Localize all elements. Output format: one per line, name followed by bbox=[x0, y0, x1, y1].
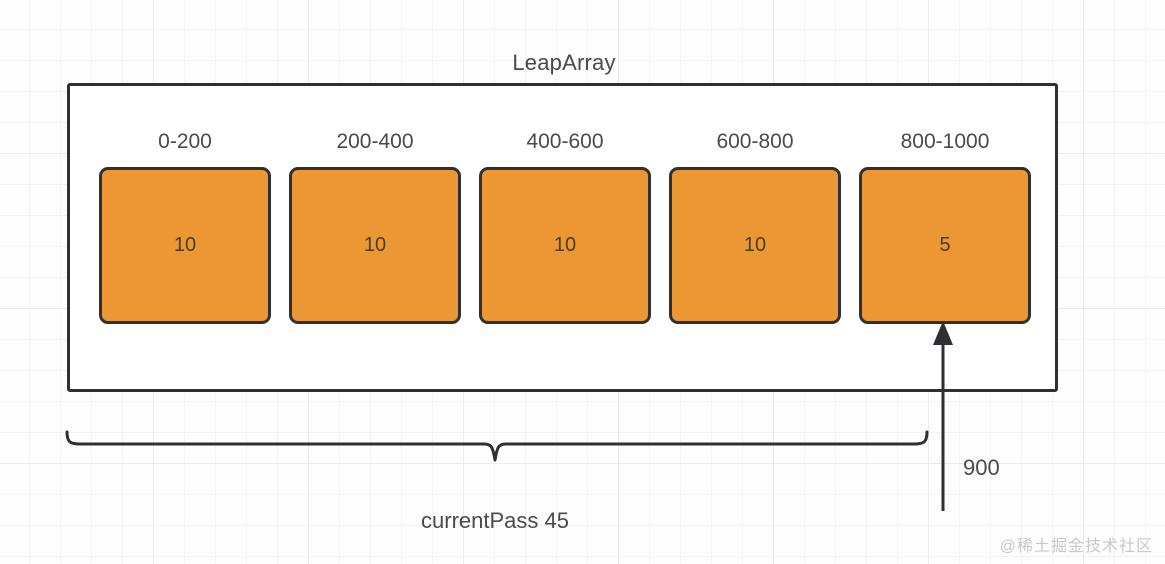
bucket-row: 10 10 10 10 5 bbox=[99, 167, 1044, 324]
bucket-1: 10 bbox=[289, 167, 461, 324]
bucket-label-row: 0-200 200-400 400-600 600-800 800-1000 bbox=[99, 126, 1044, 158]
bucket-range-label-0: 0-200 bbox=[158, 130, 212, 153]
bucket-2: 10 bbox=[479, 167, 651, 324]
bucket-3: 10 bbox=[669, 167, 841, 324]
bucket-4: 5 bbox=[859, 167, 1031, 324]
bucket-range-label-2: 400-600 bbox=[526, 130, 604, 153]
current-pass-label: currentPass 45 bbox=[421, 508, 569, 533]
watermark: @稀土掘金技术社区 bbox=[999, 538, 1153, 555]
bucket-0: 10 bbox=[99, 167, 271, 324]
current-time-label: 900 bbox=[963, 455, 1000, 480]
bucket-range-label-4: 800-1000 bbox=[900, 130, 990, 153]
bucket-range-label-1: 200-400 bbox=[336, 130, 414, 153]
bucket-range-label-3: 600-800 bbox=[716, 130, 794, 153]
current-time-arrow bbox=[933, 321, 953, 511]
diagram-title: LeapArray bbox=[512, 50, 616, 75]
current-pass-brace bbox=[65, 430, 929, 462]
